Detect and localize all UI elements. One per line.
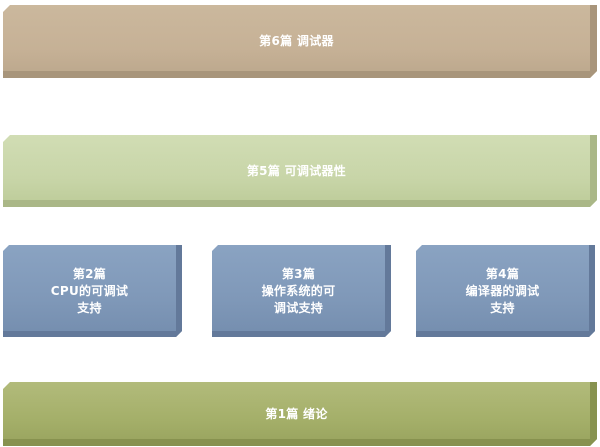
part2-line-3: 支持	[77, 300, 102, 315]
part6-debugger-block: 第6篇 调试器	[3, 5, 597, 78]
part4-line-1: 第4篇	[485, 266, 520, 281]
part5-debuggability-block: 第5篇 可调试器性	[3, 135, 597, 207]
part3-text: 第3篇 操作系统的可 调试支持	[262, 266, 342, 317]
part3-line-1: 第3篇	[281, 266, 316, 281]
part4-line-2: 编译器的调试	[465, 283, 540, 298]
part4-line-3: 支持	[490, 300, 515, 315]
part6-label: 第6篇 调试器	[259, 34, 334, 48]
part2-line-2: CPU的可调试	[50, 283, 129, 298]
part4-compiler-debug-support-block: 第4篇 编译器的调试 支持	[416, 245, 595, 337]
part4-text: 第4篇 编译器的调试 支持	[466, 266, 546, 317]
part1-label: 第1篇 绪论	[265, 406, 328, 421]
part3-os-debug-support-block: 第3篇 操作系统的可 调试支持	[212, 245, 391, 337]
part2-line-1: 第2篇	[72, 266, 107, 281]
part5-label: 第5篇 可调试器性	[246, 163, 347, 178]
part2-text: 第2篇 CPU的可调试 支持	[51, 266, 134, 317]
part1-introduction-block: 第1篇 绪论	[3, 382, 597, 446]
part2-cpu-debug-support-block: 第2篇 CPU的可调试 支持	[3, 245, 182, 337]
part3-line-2: 操作系统的可	[261, 283, 336, 298]
part3-line-3: 调试支持	[273, 300, 324, 315]
